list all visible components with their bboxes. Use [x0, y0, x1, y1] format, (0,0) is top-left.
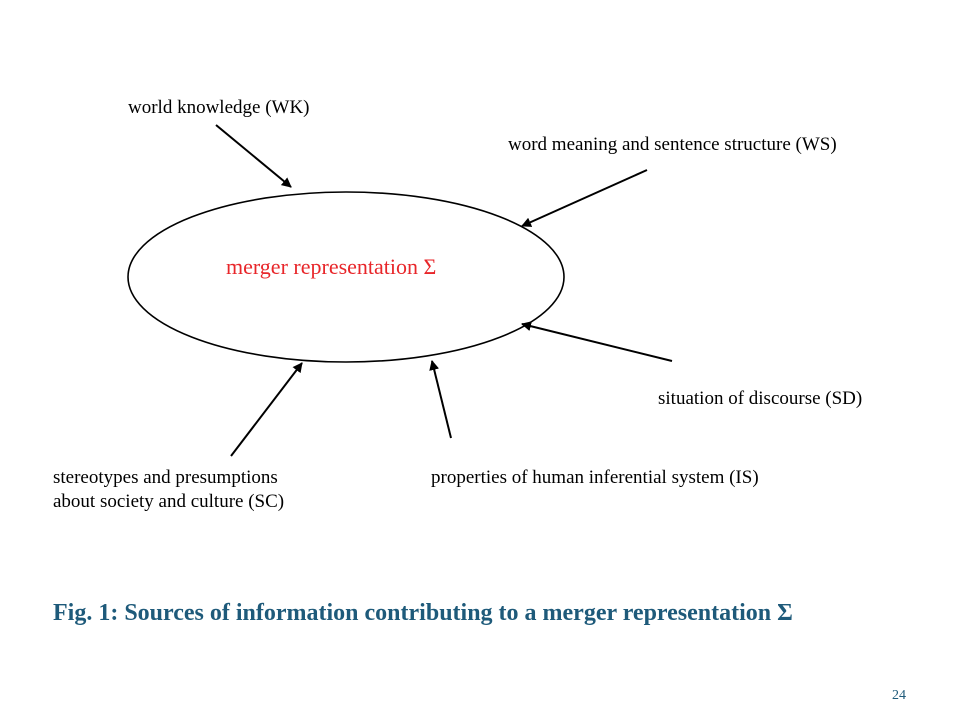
- source-label-ws: word meaning and sentence structure (WS): [508, 134, 837, 155]
- arrow-wk: [215, 124, 292, 188]
- merger-representation-ellipse: [127, 191, 565, 363]
- arrow-sc: [230, 362, 303, 457]
- figure-caption: Fig. 1: Sources of information contribut…: [53, 600, 793, 626]
- source-label-sd: situation of discourse (SD): [658, 388, 863, 409]
- arrow-ws: [521, 169, 648, 227]
- merger-representation-label: merger representation Σ: [226, 254, 437, 279]
- arrow-is: [429, 360, 452, 439]
- source-label-wk: world knowledge (WK): [128, 97, 310, 118]
- source-label-sc-line2: about society and culture (SC): [53, 491, 285, 512]
- source-label-sc-line1: stereotypes and presumptions: [53, 467, 278, 488]
- arrow-sd: [521, 321, 673, 362]
- source-label-is: properties of human inferential system (…: [431, 467, 759, 488]
- page-number: 24: [892, 688, 906, 703]
